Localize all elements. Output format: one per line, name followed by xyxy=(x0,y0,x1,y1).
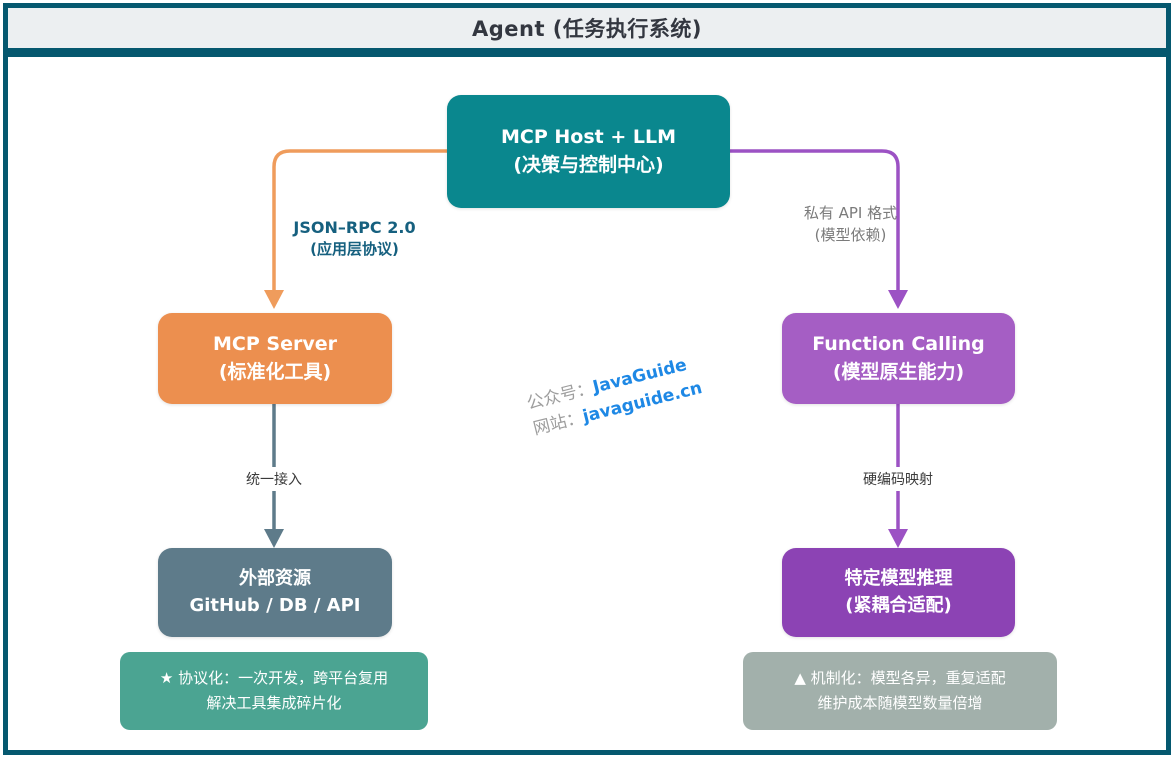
edge-label-line: JSON–RPC 2.0 xyxy=(293,218,416,237)
edge-label-line: (应用层协议) xyxy=(310,240,399,259)
node-title: 特定模型推理 xyxy=(844,568,953,590)
node-title: Function Calling xyxy=(812,332,985,355)
diagram-title-bar: Agent (任务执行系统) xyxy=(3,3,1171,53)
node-title: 外部资源 xyxy=(239,568,311,590)
node-subtitle: (决策与控制中心) xyxy=(513,153,664,176)
edge-label-hardcoded-mapping: 硬编码映射 xyxy=(850,467,946,491)
note-protocolized: ★ 协议化：一次开发，跨平台复用 解决工具集成碎片化 xyxy=(120,652,428,730)
edge-label-line: (模型依赖) xyxy=(814,225,887,244)
edge-label-json-rpc: JSON–RPC 2.0 (应用层协议) xyxy=(282,216,427,261)
node-model-inference: 特定模型推理 (紧耦合适配) xyxy=(782,548,1015,637)
node-mcp-server: MCP Server (标准化工具) xyxy=(158,313,392,404)
note-line: 维护成本随模型数量倍增 xyxy=(817,694,983,712)
note-mechanized: ▲ 机制化：模型各异，重复适配 维护成本随模型数量倍增 xyxy=(743,652,1057,730)
node-title: MCP Host + LLM xyxy=(500,125,676,148)
node-subtitle: (紧耦合适配) xyxy=(845,594,952,616)
edge-label-unified-access: 统一接入 xyxy=(232,467,316,491)
edge-label-line: 私有 API 格式 xyxy=(803,204,898,222)
edge-label-private-api: 私有 API 格式 (模型依赖) xyxy=(778,203,923,247)
node-external-resources: 外部资源 GitHub / DB / API xyxy=(158,548,392,637)
node-subtitle: (模型原生能力) xyxy=(832,360,965,383)
node-subtitle: GitHub / DB / API xyxy=(189,594,361,616)
note-line: ★ 协议化：一次开发，跨平台复用 xyxy=(159,669,389,688)
node-function-calling: Function Calling (模型原生能力) xyxy=(782,313,1015,404)
page-title: Agent (任务执行系统) xyxy=(471,17,703,41)
node-title: MCP Server xyxy=(213,332,337,355)
note-line: 解决工具集成碎片化 xyxy=(206,694,342,712)
note-line: ▲ 机制化：模型各异，重复适配 xyxy=(794,669,1006,688)
node-subtitle: (标准化工具) xyxy=(218,360,332,383)
node-mcp-host-llm: MCP Host + LLM (决策与控制中心) xyxy=(447,95,730,208)
